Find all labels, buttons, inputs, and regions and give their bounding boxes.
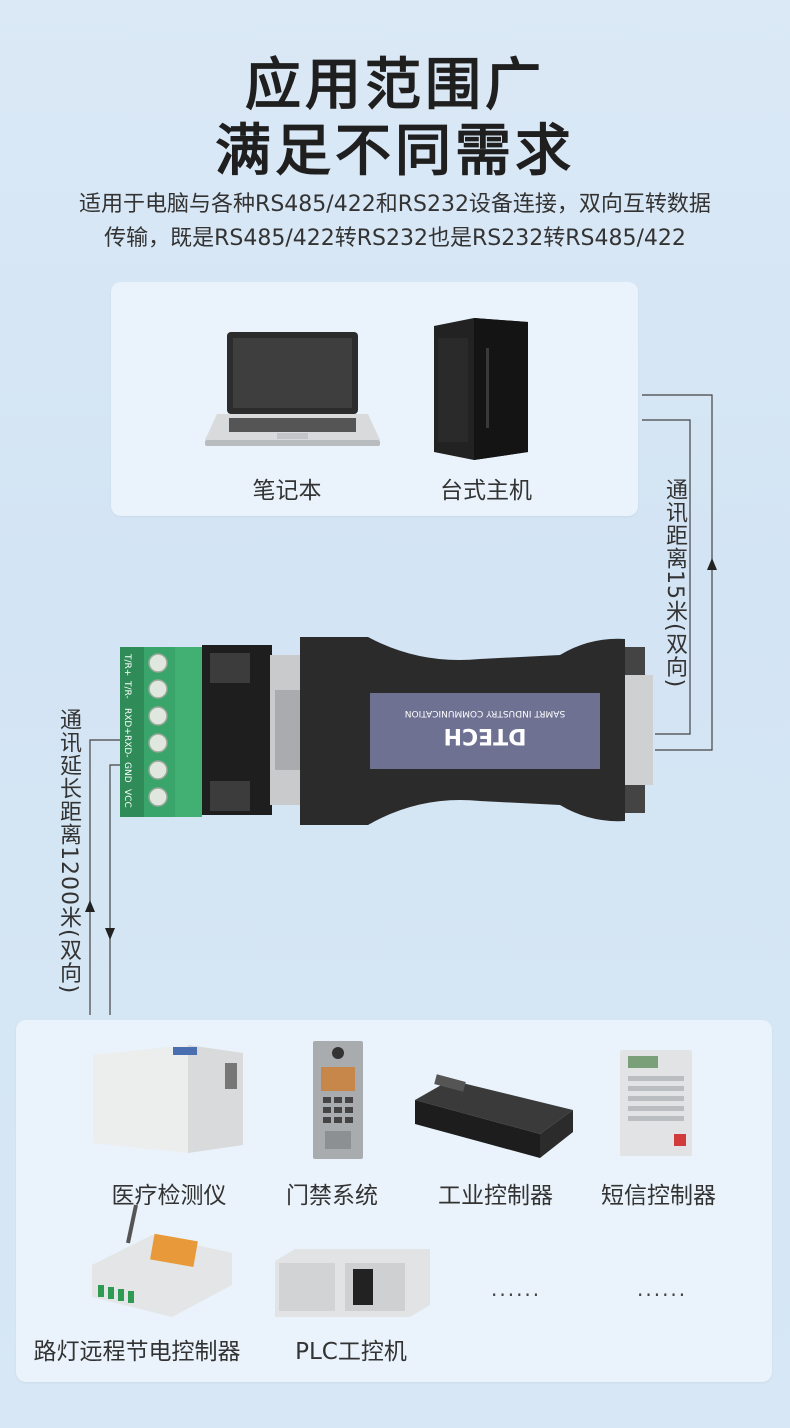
right-distance-label: 通讯距离15米(双向) xyxy=(662,478,687,689)
industrial-controller-icon xyxy=(415,1074,573,1158)
medical-analyzer-icon xyxy=(93,1045,243,1153)
adapter-brand: DTECH xyxy=(444,723,527,748)
streetlight-controller-icon xyxy=(92,1204,232,1317)
computer-card xyxy=(111,282,638,516)
desktop-tower-icon xyxy=(434,318,528,460)
terminal-labels: T/R+ T/R- RXD+ RXD- GND VCC xyxy=(122,648,142,818)
more-devices-ellipsis-1: ...... xyxy=(491,1277,542,1301)
streetlight-controller-label: 路灯远程节电控制器 xyxy=(33,1339,241,1365)
rs485-rs232-adapter-image: DTECH SAMRT INDUSTRY COMMUNICATION xyxy=(120,637,653,825)
medical-analyzer-label: 医疗检测仪 xyxy=(111,1183,227,1209)
terminal-label-rxd-plus: RXD+ xyxy=(122,708,132,735)
sms-controller-icon xyxy=(620,1050,692,1156)
terminal-label-vcc: VCC xyxy=(122,789,132,808)
left-distance-label: 通讯延长距离1200米(双向) xyxy=(56,708,81,995)
sms-controller-label: 短信控制器 xyxy=(601,1183,716,1209)
terminal-label-tr-minus: T/R- xyxy=(122,681,132,699)
laptop-label: 笔记本 xyxy=(252,478,322,504)
terminal-label-rxd-minus: RXD- xyxy=(122,735,132,758)
laptop-icon xyxy=(205,332,380,446)
access-control-panel-icon xyxy=(313,1041,363,1159)
description-line1: 适用于电脑与各种RS485/422和RS232设备连接，双向互转数据 xyxy=(79,192,711,217)
industrial-controller-label: 工业控制器 xyxy=(438,1183,553,1209)
terminal-label-tr-plus: T/R+ xyxy=(122,654,132,677)
page-title-line1: 应用范围广 xyxy=(245,53,545,118)
adapter-tagline: SAMRT INDUSTRY COMMUNICATION xyxy=(405,708,566,718)
terminal-label-gnd: GND xyxy=(122,762,132,783)
desktop-label: 台式主机 xyxy=(440,478,532,504)
page-title-line2: 满足不同需求 xyxy=(215,119,575,184)
description-line2: 传输，既是RS485/422转RS232也是RS232转RS485/422 xyxy=(104,226,686,251)
plc-industrial-pc-label: PLC工控机 xyxy=(295,1339,407,1365)
left-connection-lines xyxy=(85,739,120,1015)
right-connection-lines xyxy=(642,394,717,751)
more-devices-ellipsis-2: ...... xyxy=(637,1277,688,1301)
plc-industrial-pc-icon xyxy=(275,1249,430,1317)
access-control-label: 门禁系统 xyxy=(286,1183,378,1209)
